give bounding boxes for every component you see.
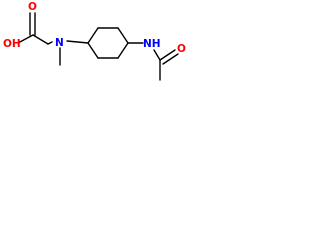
- ring-bond-1: [87, 27, 99, 44]
- ring-bond-3: [117, 27, 129, 44]
- bond-co-o-double-a: [159, 49, 176, 61]
- bond-nh-co: [153, 49, 161, 61]
- ring-bond-4: [117, 42, 129, 59]
- amide-nh-label: NH: [143, 38, 161, 50]
- bond-oh-c: [17, 34, 34, 44]
- acid-carbonyl-oxygen-label: O: [28, 1, 37, 13]
- bond-n-ring: [66, 40, 89, 44]
- bond-c-ch2: [32, 34, 49, 45]
- molecule-structure: OH O N NH O: [3, 1, 186, 81]
- bond-ch2-n: [47, 41, 53, 45]
- amine-nitrogen-label: N: [55, 37, 64, 49]
- hydroxyl-label: OH: [3, 38, 21, 50]
- amide-carbonyl-oxygen-label: O: [177, 43, 186, 55]
- bond-co-o-double-b: [162, 53, 179, 65]
- ring-bond-6: [87, 42, 99, 59]
